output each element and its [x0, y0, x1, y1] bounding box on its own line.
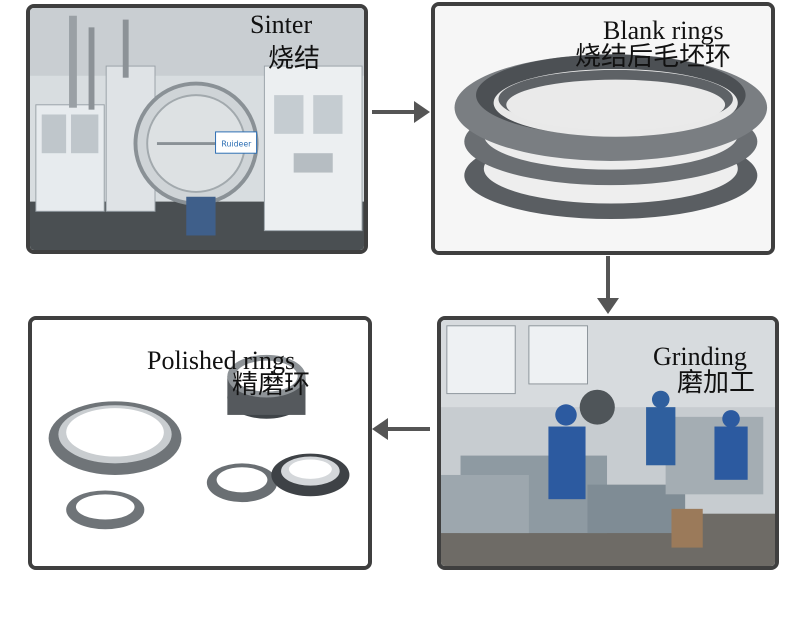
step-label-en: Blank rings — [603, 16, 724, 45]
panel-sinter: Ruideer Sinter 烧结 — [26, 4, 368, 254]
panel-polished-rings: Polished rings 精磨环 — [28, 316, 372, 570]
arrow-down-icon — [597, 256, 619, 314]
brand-badge-text: Ruideer — [221, 139, 252, 148]
step-label-en: Grinding — [653, 342, 747, 371]
step-label-zh: 烧结后毛坯环 — [575, 42, 732, 72]
step-label-zh: 烧结 — [268, 44, 321, 74]
step-label-zh: 精磨环 — [232, 370, 311, 400]
panel-blank-rings: Blank rings 烧结后毛坯环 — [431, 2, 775, 255]
sinter-furnace-photo: Ruideer — [30, 8, 364, 250]
arrow-right-icon — [372, 101, 430, 123]
arrow-left-icon — [372, 418, 430, 440]
blank-rings-photo — [435, 6, 771, 251]
step-label-en: Polished rings — [147, 346, 296, 375]
polished-rings-photo — [32, 320, 368, 566]
step-label-zh: 磨加工 — [677, 368, 756, 398]
step-label-en: Sinter — [250, 10, 313, 39]
panel-grinding: Grinding 磨加工 — [437, 316, 779, 570]
grinding-workshop-photo — [441, 320, 775, 566]
